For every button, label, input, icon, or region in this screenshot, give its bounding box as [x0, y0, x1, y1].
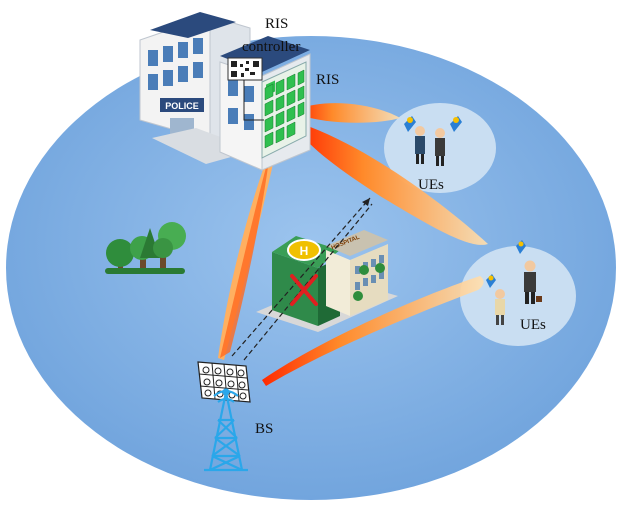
beams	[218, 103, 488, 386]
controller-link	[243, 80, 264, 121]
police-sign-text: POLICE	[165, 101, 199, 111]
bs-label: BS	[255, 421, 273, 437]
helipad	[287, 239, 321, 261]
ris-label: RIS	[316, 72, 339, 88]
ues-top-label: UEs	[418, 177, 444, 193]
beam-bs-to-ue-right	[262, 276, 484, 386]
svg-text:H: H	[300, 244, 309, 258]
transmission-tower-icon	[204, 388, 248, 472]
ue-cluster-right	[460, 246, 576, 346]
signal-icon	[404, 116, 462, 132]
beam-ris-to-ue-top	[296, 103, 400, 123]
ris-elements	[264, 69, 305, 149]
beam-ris-to-ue-right	[296, 122, 488, 245]
blocked-direct-link	[231, 197, 373, 361]
ue-group-right	[486, 240, 542, 325]
ris-controller-label-line1: RIS	[265, 16, 288, 32]
antenna-array-icon	[197, 361, 251, 403]
blocked-cross-icon	[290, 274, 318, 306]
ues-right-label: UEs	[520, 317, 546, 333]
ue-group-top	[404, 116, 462, 166]
ris-controller-label-line2: controller	[242, 39, 300, 55]
trees-icon	[105, 222, 186, 274]
police-sign	[160, 98, 204, 112]
person-icon	[495, 260, 542, 325]
hospital-building-icon: H HOSPITAL	[256, 230, 398, 332]
signal-icon	[486, 240, 526, 288]
person-icon	[415, 126, 445, 166]
